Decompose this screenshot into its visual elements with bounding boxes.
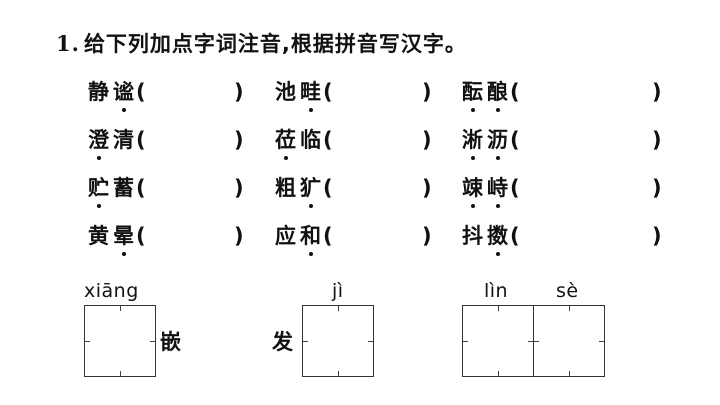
close-paren: ) [652, 128, 662, 152]
vocab-char: 应 [275, 224, 296, 248]
char-qian: 嵌 [160, 330, 181, 354]
open-paren: ( [510, 80, 520, 104]
vocab-char: 粗 [275, 176, 296, 200]
close-paren: ) [234, 128, 244, 152]
answer-blank[interactable] [158, 222, 230, 250]
close-paren: ) [652, 224, 662, 248]
answer-blank[interactable] [345, 126, 418, 154]
answer-blank[interactable] [532, 222, 648, 250]
close-paren: ) [652, 176, 662, 200]
open-paren: ( [136, 224, 146, 248]
vocab-word: 静谧( [86, 78, 146, 112]
vocab-word: 淅沥( [460, 126, 520, 160]
char-fa: 发 [272, 330, 293, 354]
close-paren: ) [422, 80, 432, 104]
question-text: 给下列加点字词注音,根据拼音写汉字。 [83, 32, 467, 56]
close-paren: ) [422, 176, 432, 200]
answer-blank[interactable] [345, 222, 418, 250]
pinyin-se: sè [556, 280, 579, 302]
vocab-char: 晕 [113, 224, 134, 256]
vocab-char: 静 [88, 80, 109, 104]
close-paren: ) [234, 224, 244, 248]
open-paren: ( [323, 80, 333, 104]
vocab-char: 酝 [462, 80, 483, 112]
vocab-word: 莅临( [273, 126, 333, 160]
answer-blank[interactable] [532, 126, 648, 154]
close-paren: ) [422, 128, 432, 152]
vocab-char: 抖 [462, 224, 483, 248]
vocab-char: 淅 [462, 128, 483, 160]
answer-blank[interactable] [158, 174, 230, 202]
vocab-char: 临 [300, 128, 321, 152]
answer-blank[interactable] [532, 174, 648, 202]
pinyin-lin: lìn [484, 280, 509, 302]
vocab-char: 清 [113, 128, 134, 152]
open-paren: ( [136, 80, 146, 104]
open-paren: ( [510, 176, 520, 200]
vocab-char: 蓄 [113, 176, 134, 200]
answer-blank[interactable] [532, 78, 648, 106]
answer-blank[interactable] [345, 174, 418, 202]
vocab-word: 黄晕( [86, 222, 146, 256]
writing-box-xiang[interactable] [84, 305, 156, 377]
vocab-char: 竦 [462, 176, 483, 208]
vocab-char: 贮 [88, 176, 109, 208]
vocab-word: 应和( [273, 222, 333, 256]
close-paren: ) [234, 176, 244, 200]
close-paren: ) [234, 80, 244, 104]
vocab-word: 抖擞( [460, 222, 520, 256]
open-paren: ( [323, 176, 333, 200]
vocab-char: 池 [275, 80, 296, 104]
vocab-char: 黄 [88, 224, 109, 248]
vocab-char: 犷 [300, 176, 321, 208]
pinyin-ji: jì [332, 280, 344, 302]
vocab-word: 澄清( [86, 126, 146, 160]
answer-blank[interactable] [158, 126, 230, 154]
vocab-char: 擞 [487, 224, 508, 256]
vocab-char: 和 [300, 224, 321, 256]
open-paren: ( [323, 128, 333, 152]
vocab-word: 粗犷( [273, 174, 333, 208]
vocab-word: 酝酿( [460, 78, 520, 112]
close-paren: ) [652, 80, 662, 104]
answer-blank[interactable] [158, 78, 230, 106]
open-paren: ( [136, 176, 146, 200]
vocab-word: 竦峙( [460, 174, 520, 208]
question-number: 1. [56, 31, 80, 56]
question-title: 1.给下列加点字词注音,根据拼音写汉字。 [56, 28, 467, 58]
vocab-word: 贮蓄( [86, 174, 146, 208]
open-paren: ( [510, 128, 520, 152]
pinyin-xiang: xiāng [84, 280, 139, 302]
answer-blank[interactable] [345, 78, 418, 106]
vocab-char: 莅 [275, 128, 296, 160]
open-paren: ( [136, 128, 146, 152]
open-paren: ( [510, 224, 520, 248]
vocab-char: 沥 [487, 128, 508, 160]
vocab-word: 池畦( [273, 78, 333, 112]
writing-box-lin[interactable] [462, 305, 534, 377]
open-paren: ( [323, 224, 333, 248]
vocab-char: 谧 [113, 80, 134, 112]
writing-box-se[interactable] [533, 305, 605, 377]
close-paren: ) [422, 224, 432, 248]
writing-box-ji[interactable] [302, 305, 374, 377]
vocab-char: 峙 [487, 176, 508, 208]
vocab-char: 畦 [300, 80, 321, 112]
vocab-char: 澄 [88, 128, 109, 160]
vocab-char: 酿 [487, 80, 508, 112]
